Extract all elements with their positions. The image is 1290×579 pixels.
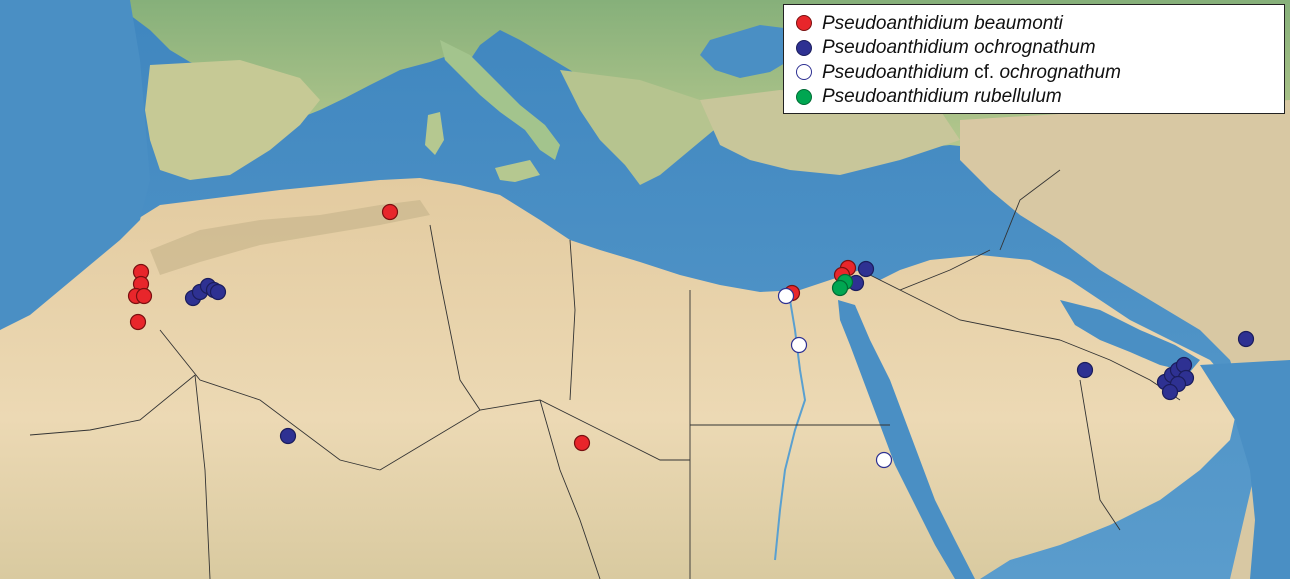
blue-circle-icon [796,39,812,56]
point-beaumonti [573,434,591,452]
point-cf-ochrognathum [790,336,808,354]
iran-plateau [960,100,1290,579]
legend-item-cf-ochrognathum: Pseudoanthidium cf. ochrognathum [796,60,1284,85]
legend-label: Pseudoanthidium beaumonti [822,12,1063,34]
atlantic-ocean [0,0,150,330]
point-ochrognathum [857,260,875,278]
point-ochrognathum [279,427,297,445]
legend-label: Pseudoanthidium ochrognathum [822,37,1096,59]
point-beaumonti [381,203,399,221]
balkans [560,70,720,185]
green-circle-icon [796,88,812,105]
country-borders [29,169,1181,579]
white-circle-icon [796,64,812,81]
atlas-mountains [150,200,430,275]
red-circle-icon [796,15,812,32]
sicily [495,160,540,182]
point-cf-ochrognathum [875,451,893,469]
legend-item-ochrognathum: Pseudoanthidium ochrognathum [796,36,1284,61]
legend-item-beaumonti: Pseudoanthidium beaumonti [796,11,1284,36]
legend-item-rubellulum: Pseudoanthidium rubellulum [796,85,1284,110]
point-rubellulum [831,279,849,297]
sardinia [425,112,444,155]
red-sea [838,300,975,579]
map-legend: Pseudoanthidium beaumonti Pseudoanthidiu… [783,4,1285,114]
persian-gulf [1060,300,1200,372]
legend-label: Pseudoanthidium cf. ochrognathum [822,61,1121,83]
black-sea [700,25,800,78]
point-beaumonti [135,287,153,305]
legend-label: Pseudoanthidium rubellulum [822,86,1062,108]
point-ochrognathum [1161,383,1179,401]
nile-river [774,299,807,561]
point-ochrognathum [1076,361,1094,379]
gulf-of-oman [1200,360,1290,579]
point-ochrognathum [209,283,227,301]
point-ochrognathum [1237,330,1255,348]
italy [440,40,560,160]
iberia [145,60,320,180]
point-cf-ochrognathum [777,287,795,305]
point-beaumonti [129,313,147,331]
occurrence-points [127,203,1255,469]
